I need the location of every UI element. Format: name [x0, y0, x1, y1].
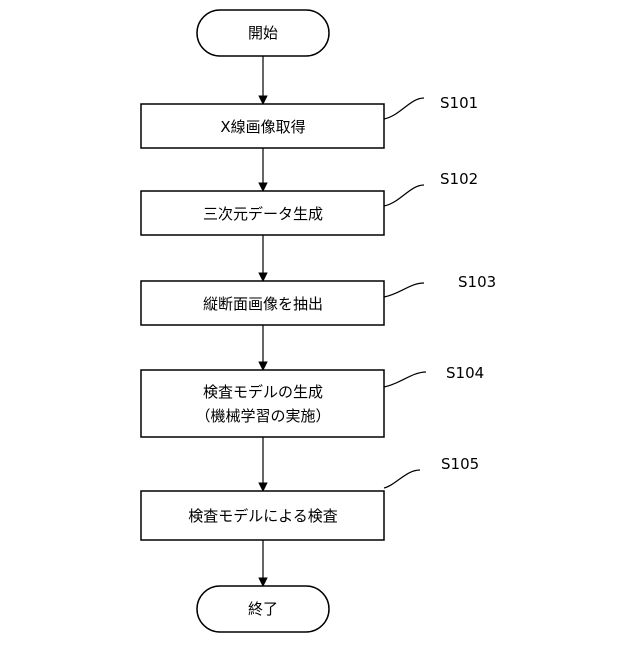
step-leader-line: [384, 283, 424, 297]
start-terminal: 開始: [197, 10, 329, 56]
process-label-line-2: （機械学習の実施）: [195, 407, 330, 425]
process-label: 縦断面画像を抽出: [203, 295, 323, 313]
process-step-s105: 検査モデルによる検査 S105: [141, 455, 479, 540]
step-leader-line: [384, 98, 424, 119]
end-terminal: 終了: [197, 586, 329, 632]
process-label-line-1: 検査モデルの生成: [203, 383, 323, 401]
end-label: 終了: [248, 600, 278, 618]
step-id: S105: [441, 455, 479, 473]
step-leader-line: [384, 185, 424, 206]
step-id: S103: [458, 273, 496, 291]
process-label: X線画像取得: [220, 118, 305, 136]
process-step-s104: 検査モデルの生成 （機械学習の実施） S104: [141, 364, 484, 437]
step-id: S101: [440, 94, 478, 112]
step-leader-line: [384, 470, 420, 488]
process-box: [141, 370, 384, 437]
step-id: S102: [440, 170, 478, 188]
step-id: S104: [446, 364, 484, 382]
process-label: 三次元データ生成: [203, 205, 323, 223]
process-step-s101: X線画像取得 S101: [141, 94, 478, 148]
step-leader-line: [384, 372, 426, 387]
start-label: 開始: [248, 24, 278, 42]
process-step-s102: 三次元データ生成 S102: [141, 170, 478, 235]
process-step-s103: 縦断面画像を抽出 S103: [141, 273, 496, 325]
process-label: 検査モデルによる検査: [188, 507, 338, 525]
